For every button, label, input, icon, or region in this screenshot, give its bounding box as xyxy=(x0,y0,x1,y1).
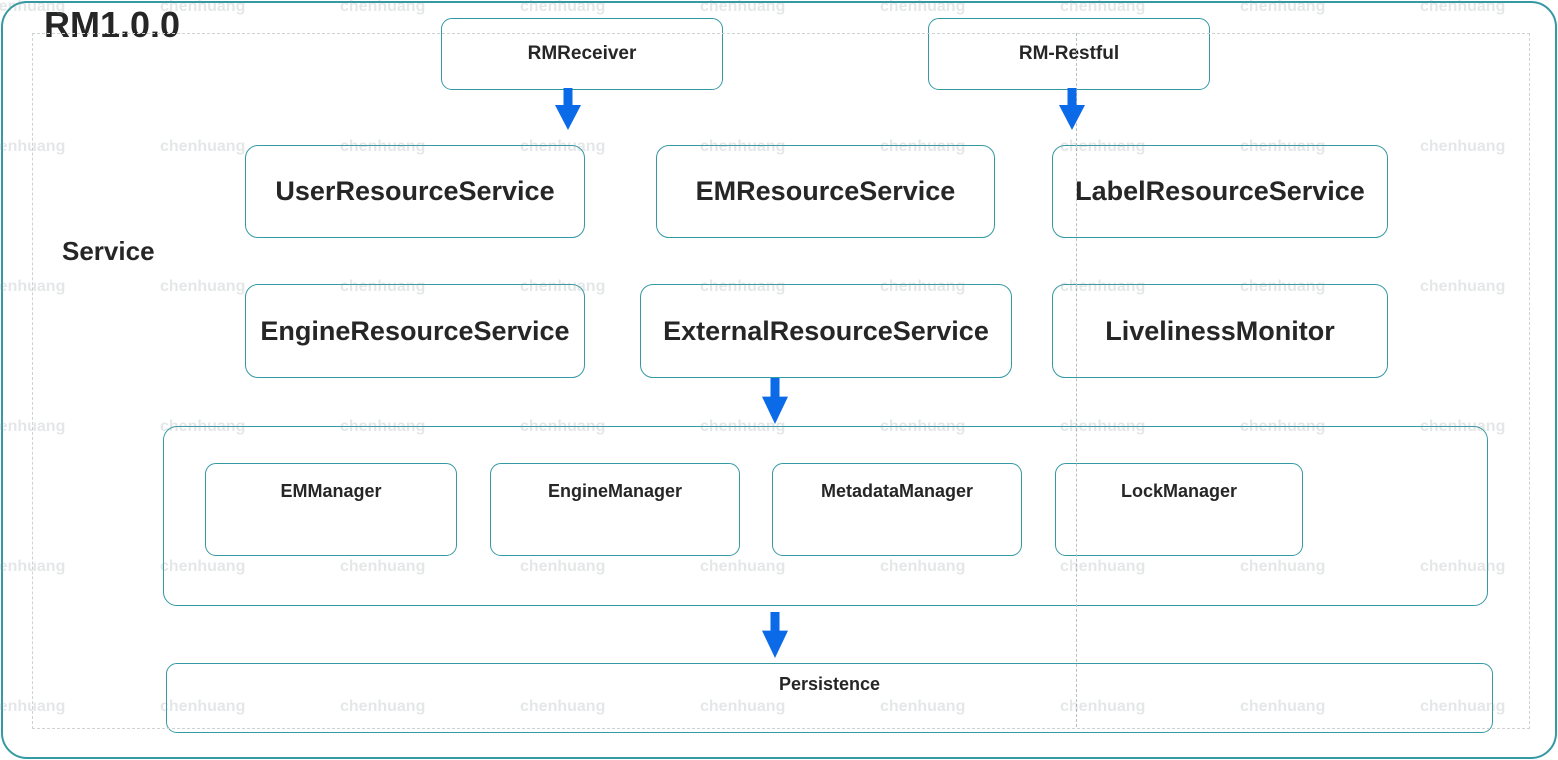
node-user-resource-service: UserResourceService xyxy=(245,145,585,238)
node-label-resource-service: LabelResourceService xyxy=(1052,145,1388,238)
service-section-label: Service xyxy=(62,236,155,266)
node-em-resource-service: EMResourceService xyxy=(656,145,995,238)
node-metadata-manager: MetadataManager xyxy=(772,463,1022,556)
node-em-manager: EMManager xyxy=(205,463,457,556)
node-external-resource-service: ExternalResourceService xyxy=(640,284,1012,378)
node-label: UserResourceService xyxy=(275,176,555,206)
node-engine-resource-service: EngineResourceService xyxy=(245,284,585,378)
node-engine-manager: EngineManager xyxy=(490,463,740,556)
node-label: ExternalResourceService xyxy=(663,315,989,346)
node-label: EngineResourceService xyxy=(260,315,570,346)
node-label: EMManager xyxy=(280,481,382,501)
node-label: Persistence xyxy=(778,674,881,694)
node-label: LabelResourceService xyxy=(1075,176,1365,206)
node-label: EMResourceService xyxy=(695,176,956,206)
node-rm-restful: RM-Restful xyxy=(928,18,1210,90)
node-label: LockManager xyxy=(1120,481,1238,501)
node-label: RMReceiver xyxy=(527,43,637,64)
node-persistence: Persistence xyxy=(166,663,1493,733)
node-lock-manager: LockManager xyxy=(1055,463,1303,556)
node-label: MetadataManager xyxy=(820,481,974,501)
node-label: LivelinessMonitor xyxy=(1105,315,1335,346)
node-label: RM-Restful xyxy=(1018,43,1120,64)
node-liveliness-monitor: LivelinessMonitor xyxy=(1052,284,1388,378)
node-label: EngineManager xyxy=(547,481,683,501)
page-title: RM1.0.0 xyxy=(44,4,181,45)
node-rm-receiver: RMReceiver xyxy=(441,18,723,90)
